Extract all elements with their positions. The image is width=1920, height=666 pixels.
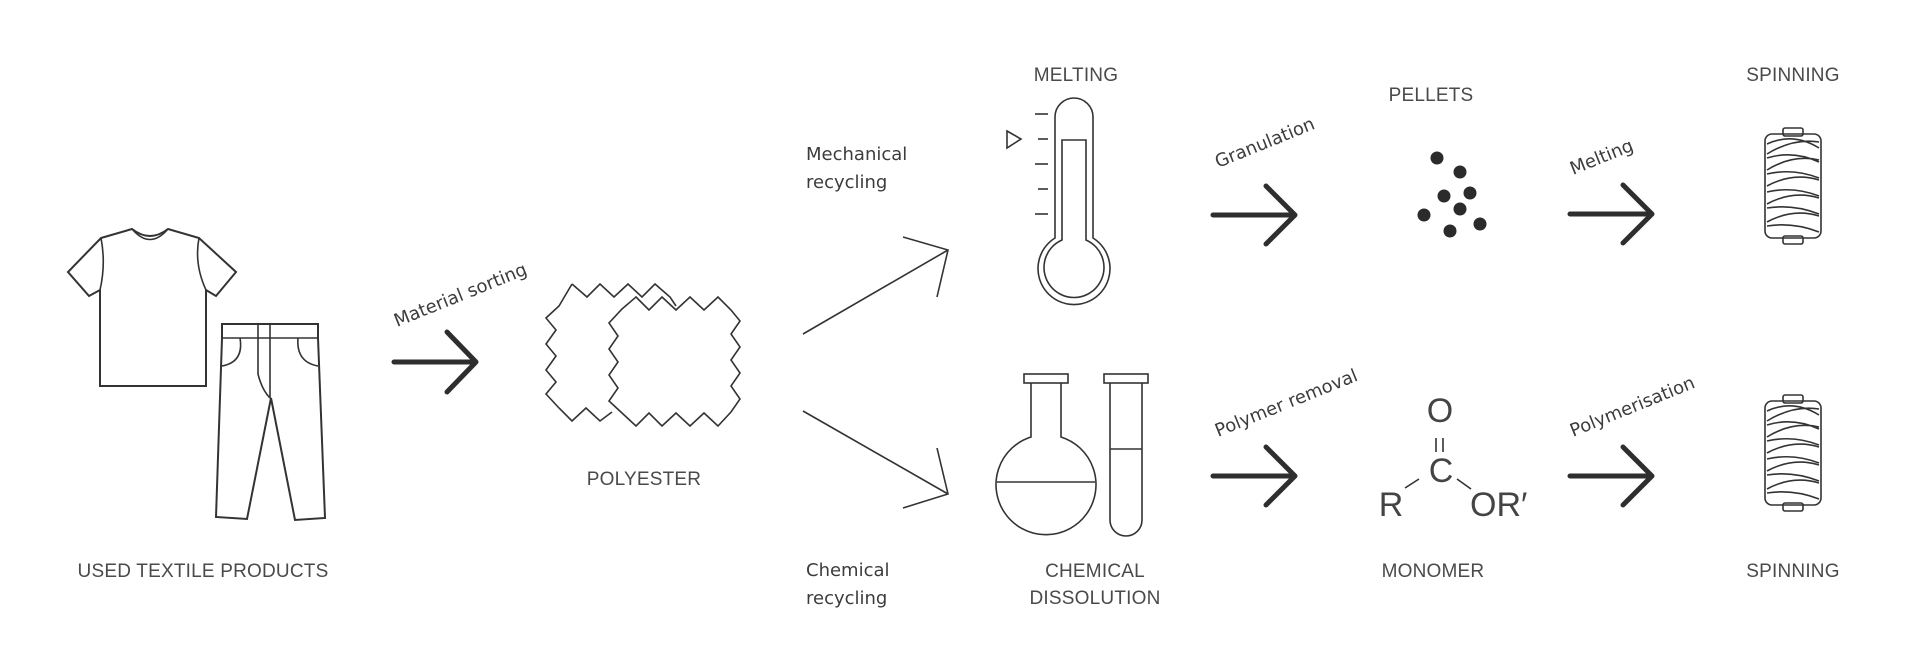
pants-icon: [214, 323, 327, 522]
arrow-right-icon: [1567, 444, 1655, 508]
r-group: R: [1379, 486, 1404, 524]
polyester-label: POLYESTER: [587, 469, 701, 490]
polymer-removal-label: Polymer removal: [1212, 365, 1361, 441]
chemical-recycling-label-line2: recycling: [806, 588, 887, 609]
chemical-dissolution-label-line2: DISSOLUTION: [1030, 588, 1161, 609]
oxygen-atom: O: [1427, 392, 1453, 430]
pellets-icon: [1417, 151, 1487, 238]
spinning-top-label: SPINNING: [1746, 65, 1839, 86]
melting-edge-label: Melting: [1567, 135, 1637, 179]
round-bottom-flask-icon: [995, 373, 1097, 536]
monomer-label: MONOMER: [1382, 561, 1485, 582]
polymerisation-label: Polymerisation: [1567, 372, 1698, 441]
pellet: [1463, 186, 1477, 200]
pellet: [1443, 224, 1457, 238]
used-textile-products-label: USED TEXTILE PRODUCTS: [78, 561, 329, 582]
thread-spool-icon: [1764, 394, 1822, 512]
mechanical-recycling-label-line1: Mechanical: [806, 144, 907, 165]
clothing-icon: [66, 227, 327, 522]
thread-spool-icon: [1764, 127, 1822, 245]
granulation-label: Granulation: [1212, 114, 1318, 173]
arrow-right-icon: [391, 329, 479, 395]
pellet: [1453, 165, 1467, 179]
ester-group: OR′: [1470, 486, 1527, 524]
melting-node-label: MELTING: [1034, 65, 1118, 86]
pellet: [1453, 202, 1467, 216]
thermometer-icon: [1006, 97, 1111, 306]
pellets-label: PELLETS: [1389, 85, 1474, 106]
test-tube-icon: [1103, 373, 1149, 537]
pellet: [1430, 151, 1444, 165]
mechanical-recycling-label-line2: recycling: [806, 172, 887, 193]
fabric-swatch-icon: [544, 282, 742, 428]
arrow-right-icon: [1210, 444, 1298, 508]
diagonal-arrow-down-icon: [802, 410, 949, 509]
pellet: [1437, 189, 1451, 203]
spinning-bottom-label: SPINNING: [1746, 561, 1839, 582]
arrow-right-icon: [1210, 183, 1298, 247]
chemical-recycling-label-line1: Chemical: [806, 560, 890, 581]
carbon-atom: C: [1429, 452, 1454, 490]
material-sorting-label: Material sorting: [391, 259, 530, 331]
flask-and-test-tube-icon: [995, 373, 1149, 537]
diagonal-arrow-up-icon: [802, 236, 949, 335]
arrow-right-icon: [1567, 182, 1655, 246]
tshirt-icon: [66, 227, 238, 387]
pellet: [1473, 217, 1487, 231]
ester-monomer-formula: O C R OR′: [1379, 392, 1528, 524]
chemical-dissolution-label-line1: CHEMICAL: [1045, 561, 1145, 582]
pellet: [1417, 208, 1431, 222]
